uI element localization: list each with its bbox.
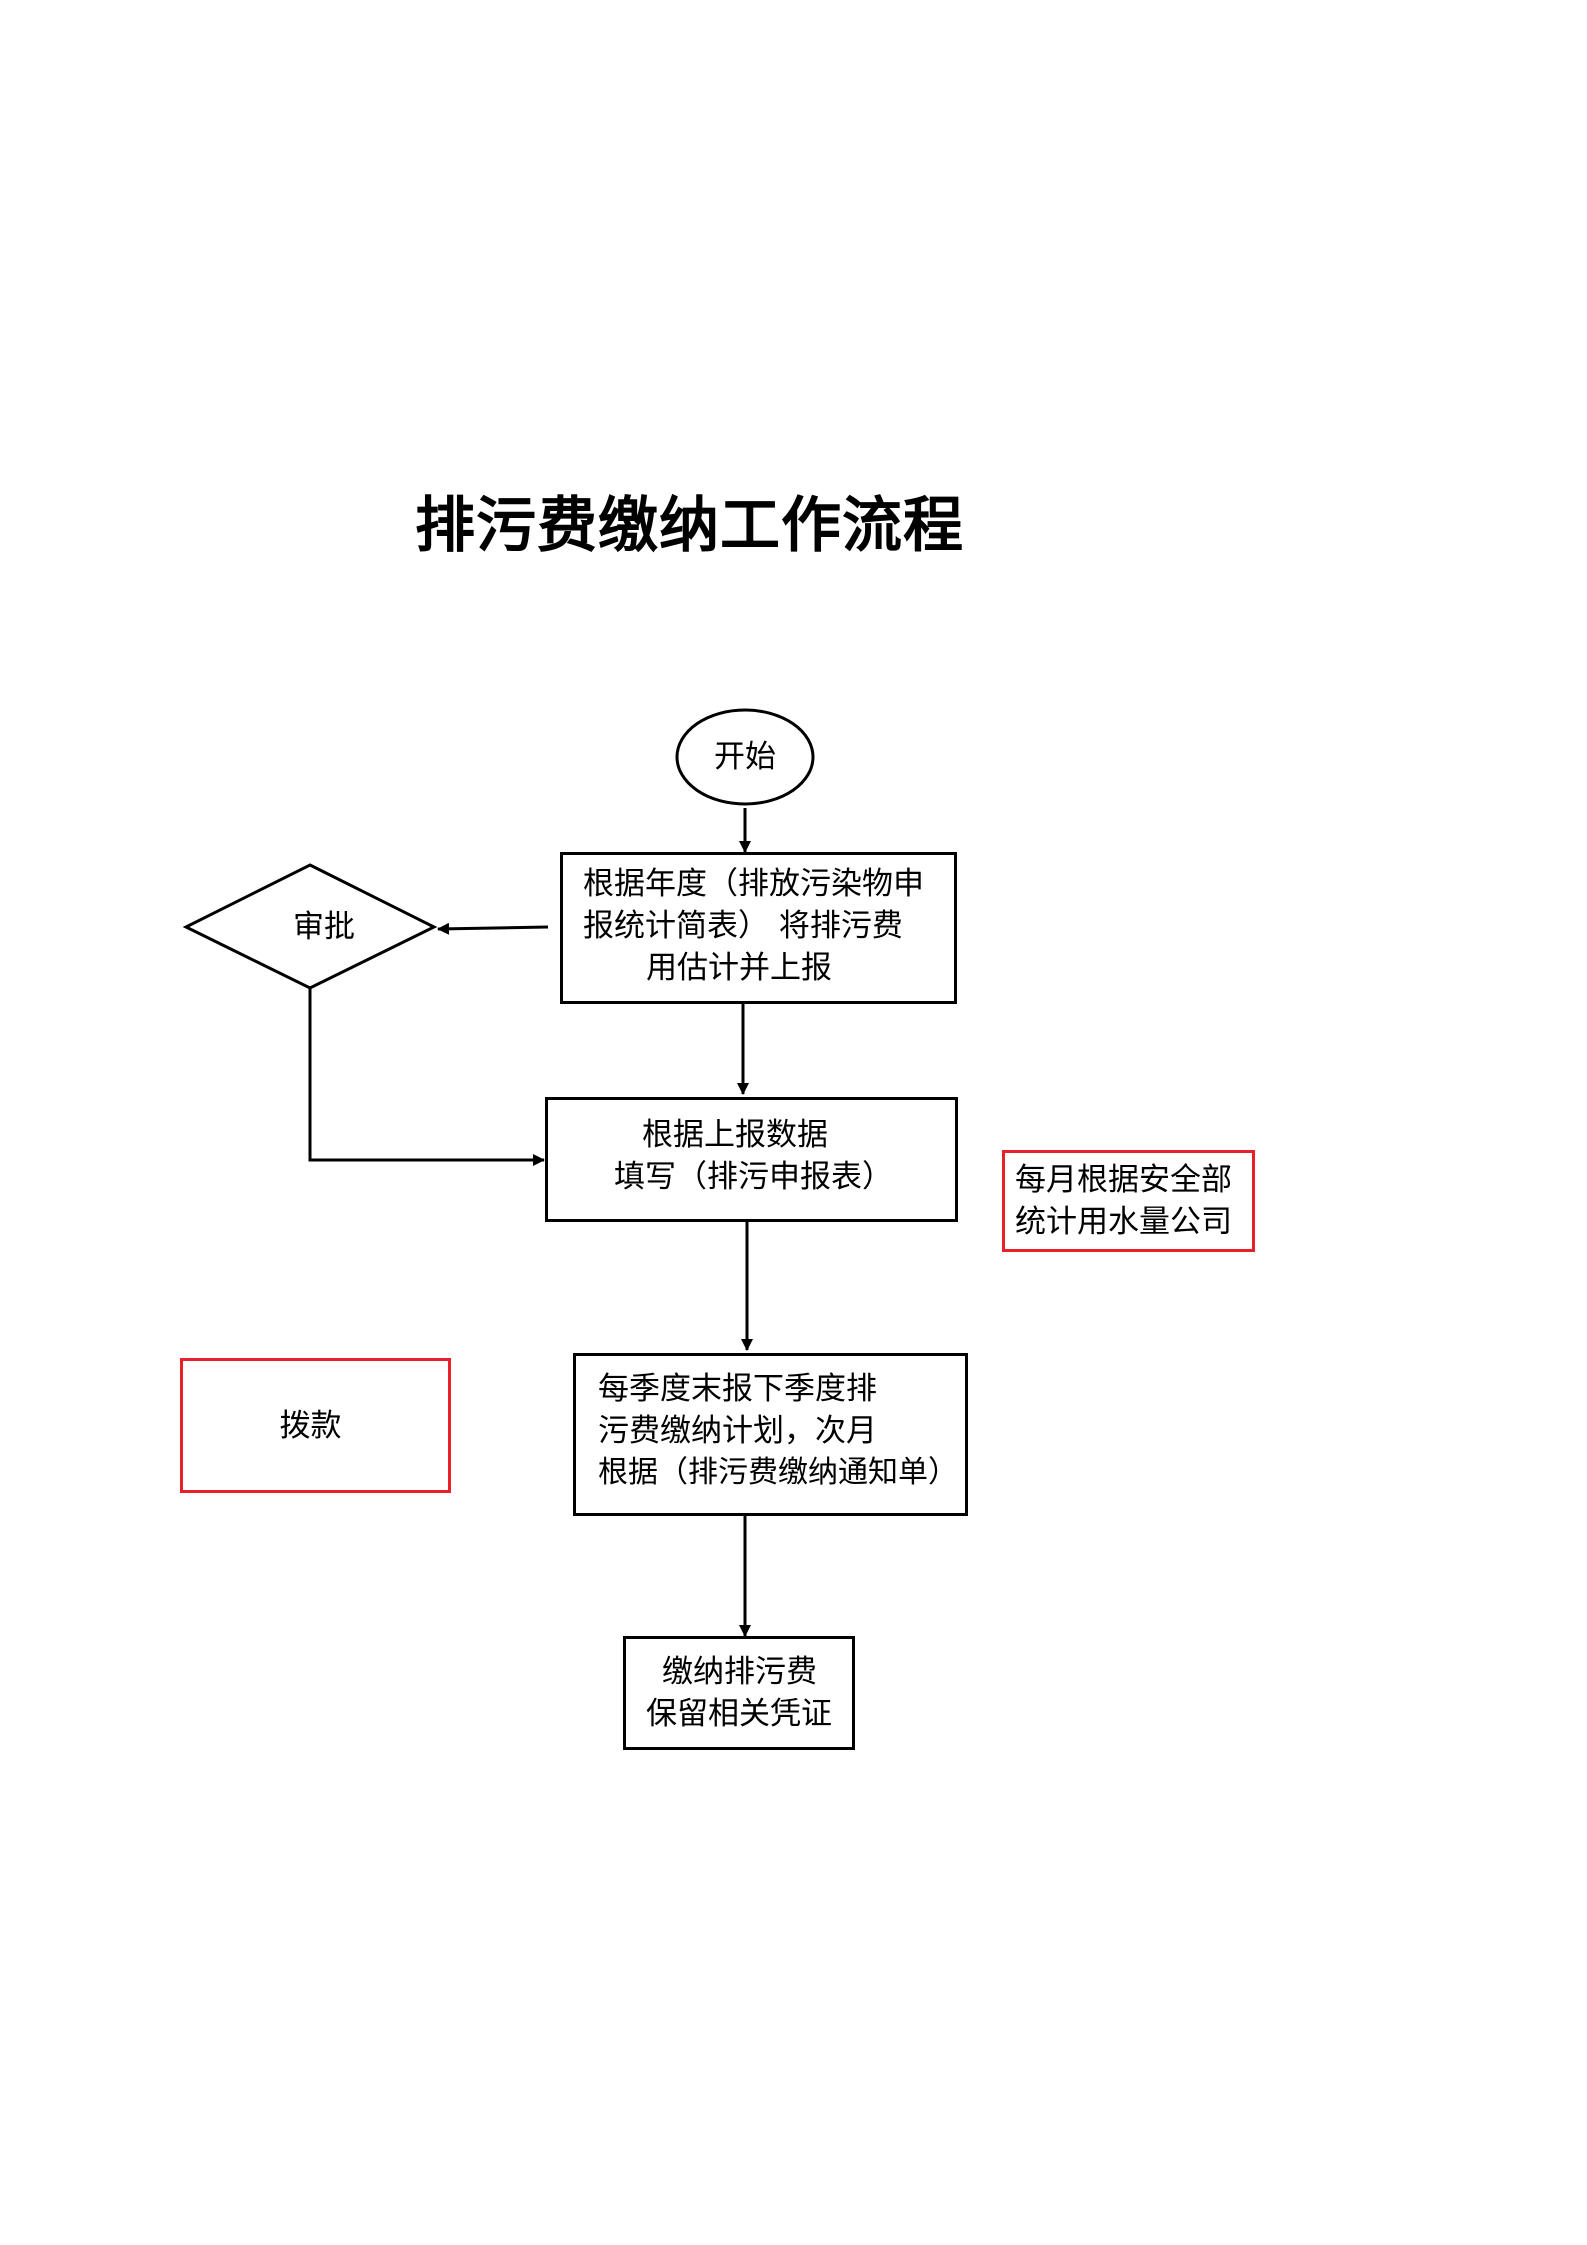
pay-fee-line-2: 保留相关凭证 (646, 1696, 832, 1732)
pay-fee-line-1: 缴纳排污费 (662, 1654, 817, 1690)
monthly-note-line-1: 每月根据安全部 (1015, 1162, 1232, 1198)
edge-estimate-to-approve (437, 922, 549, 935)
start-label: 开始 (714, 739, 776, 775)
edge-approve-to-fill-form (308, 988, 545, 1166)
estimate-line-3: 用估计并上报 (646, 950, 832, 986)
page-title: 排污费缴纳工作流程 (415, 491, 964, 561)
estimate-report-node: 根据年度（排放污染物申 报统计简表） 将排污费 用估计并上报 (560, 852, 957, 1004)
monthly-note-line-2: 统计用水量公司 (1015, 1204, 1232, 1240)
approve-label: 审批 (293, 909, 355, 945)
quarterly-line-2: 污费缴纳计划，次月 (598, 1413, 877, 1449)
fill-form-node: 根据上报数据 填写（排污申报表） (545, 1097, 958, 1222)
estimate-line-1: 根据年度（排放污染物申 (583, 866, 924, 902)
quarterly-line-3: 根据（排污费缴纳通知单） (598, 1455, 958, 1490)
approve-node: 审批 (250, 902, 398, 952)
estimate-line-2: 报统计简表） 将排污费 (583, 908, 903, 944)
fill-form-line-1: 根据上报数据 (642, 1117, 828, 1153)
start-node: 开始 (677, 712, 813, 802)
quarterly-line-1: 每季度末报下季度排 (598, 1371, 877, 1407)
pay-fee-node: 缴纳排污费 保留相关凭证 (623, 1636, 855, 1750)
quarterly-plan-node: 每季度末报下季度排 污费缴纳计划，次月 根据（排污费缴纳通知单） (573, 1353, 968, 1516)
start-terminal-shape (675, 708, 815, 806)
payment-label: 拨款 (279, 1407, 342, 1444)
fill-form-line-2: 填写（排污申报表） (614, 1159, 893, 1195)
monthly-water-usage-note: 每月根据安全部 统计用水量公司 (1002, 1150, 1255, 1252)
payment-node: 拨款 (180, 1358, 451, 1493)
